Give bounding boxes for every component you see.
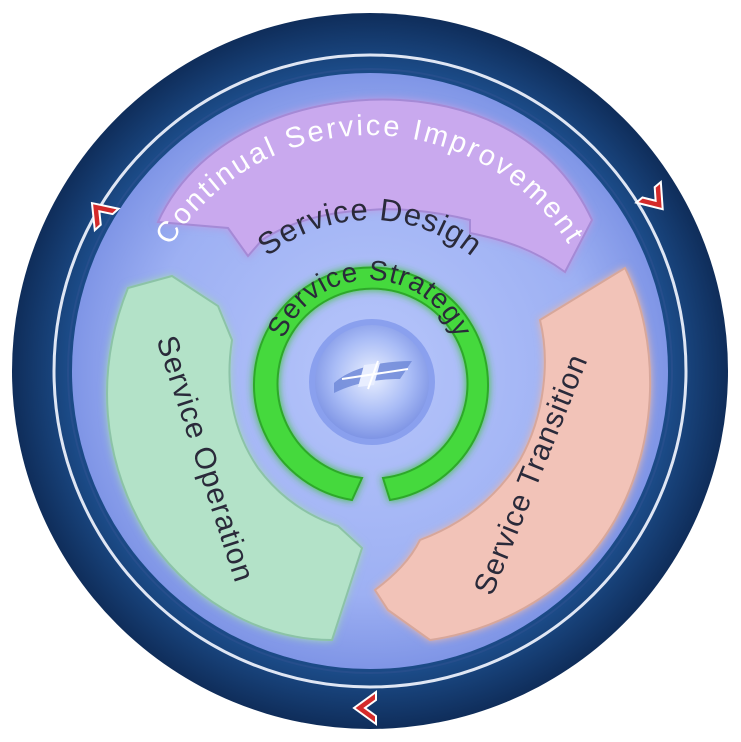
arrow-top-right-icon bbox=[634, 180, 664, 211]
segment-service-strategy bbox=[253, 266, 489, 502]
arrow-bottom-icon bbox=[352, 690, 377, 726]
segment-service-transition bbox=[373, 266, 652, 642]
logo-icon bbox=[334, 360, 412, 393]
segment-service-design bbox=[156, 98, 594, 274]
outer-ring-inner-edge bbox=[67, 68, 673, 674]
outer-ring-track bbox=[52, 53, 688, 689]
segment-service-operation bbox=[106, 274, 364, 642]
center-hub-channel bbox=[309, 319, 435, 445]
arrow-top-left-icon bbox=[90, 201, 121, 233]
